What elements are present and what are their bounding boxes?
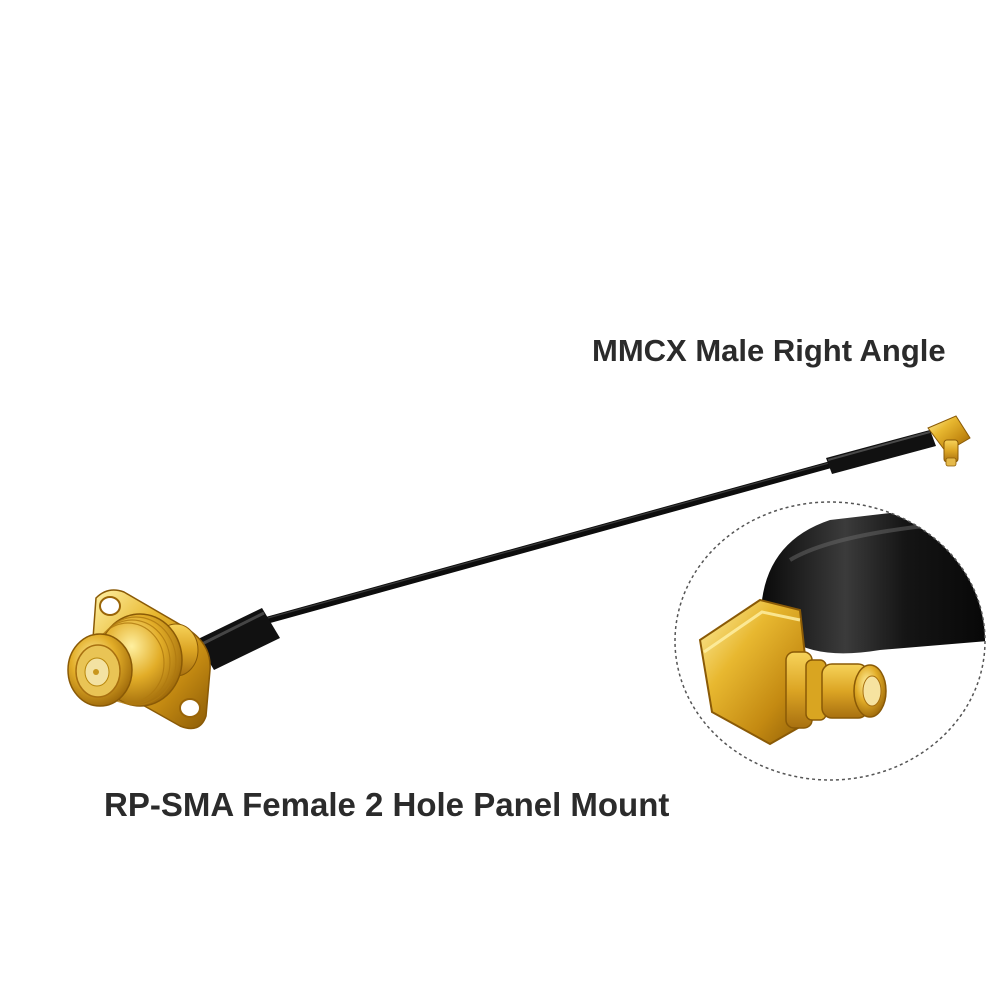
mmcx-connector-small [927,415,971,467]
rp-sma-panel-mount-connector [67,589,211,730]
sma-cable-boot [196,608,280,670]
sma-connector-label: RP-SMA Female 2 Hole Panel Mount [104,786,670,823]
mmcx-connector-label: MMCX Male Right Angle [592,333,946,368]
mmcx-cable-boot [826,430,936,474]
mmcx-zoom-detail [674,501,986,781]
coax-cable [264,458,844,624]
